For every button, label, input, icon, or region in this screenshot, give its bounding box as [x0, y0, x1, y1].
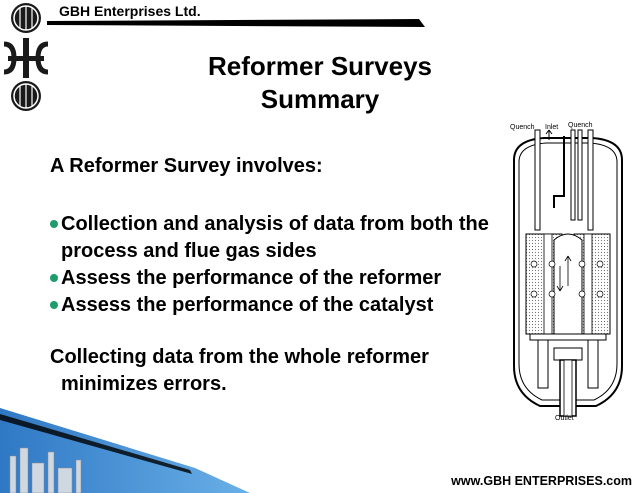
- label-outlet: Outlet: [555, 415, 574, 422]
- label-inlet: Inlet: [545, 124, 558, 131]
- list-item: Assess the performance of the catalyst: [50, 292, 510, 319]
- bullet-icon: [50, 301, 58, 309]
- bullet-icon: [50, 220, 58, 228]
- bullet-list: Collection and analysis of data from bot…: [50, 211, 510, 319]
- footer-website: www.GBH ENTERPRISES.com: [451, 474, 632, 488]
- company-name: GBH Enterprises Ltd.: [59, 3, 201, 19]
- bullet-text: Collection and analysis of data from bot…: [61, 213, 489, 262]
- title-line-1: Reformer Surveys: [208, 51, 432, 81]
- bullet-icon: [50, 274, 58, 282]
- bullet-text: Assess the performance of the catalyst: [61, 294, 434, 316]
- slide-title: Reformer Surveys Summary: [150, 50, 490, 116]
- label-quench-right: Quench: [568, 122, 593, 129]
- header-rule: [47, 19, 425, 27]
- footer-graphic: [0, 408, 250, 493]
- title-line-2: Summary: [260, 84, 380, 114]
- conclusion-text: Collecting data from the whole reformer …: [50, 346, 429, 395]
- company-logo: [3, 3, 49, 111]
- intro-text: A Reformer Survey involves:: [50, 155, 323, 177]
- label-quench-left: Quench: [510, 124, 535, 131]
- reformer-diagram: Quench Inlet Quench Outlet: [510, 122, 623, 422]
- list-item: Assess the performance of the reformer: [50, 265, 510, 292]
- bullet-text: Assess the performance of the reformer: [61, 267, 442, 289]
- list-item: Collection and analysis of data from bot…: [50, 211, 510, 265]
